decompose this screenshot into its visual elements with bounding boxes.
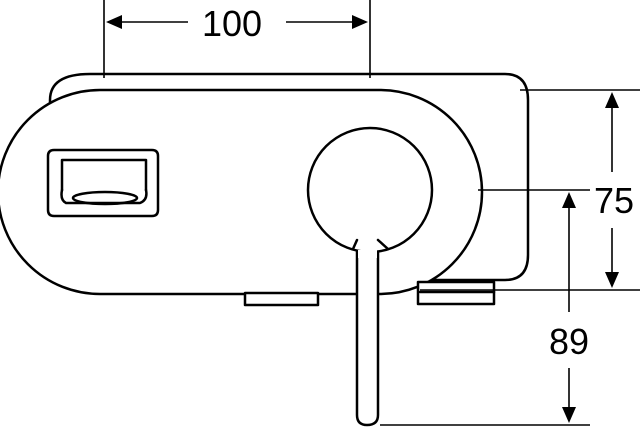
left-bottom-fitting — [243, 291, 320, 307]
lever-label: 89 — [549, 321, 589, 362]
height-label: 75 — [594, 180, 634, 221]
mixer-lever — [306, 126, 434, 427]
dimension-width: 100 — [103, 0, 371, 78]
dimension-lever: 89 — [380, 189, 590, 426]
diverter-knob — [46, 148, 160, 218]
dimension-height: 75 — [420, 89, 640, 291]
width-label: 100 — [202, 3, 262, 44]
